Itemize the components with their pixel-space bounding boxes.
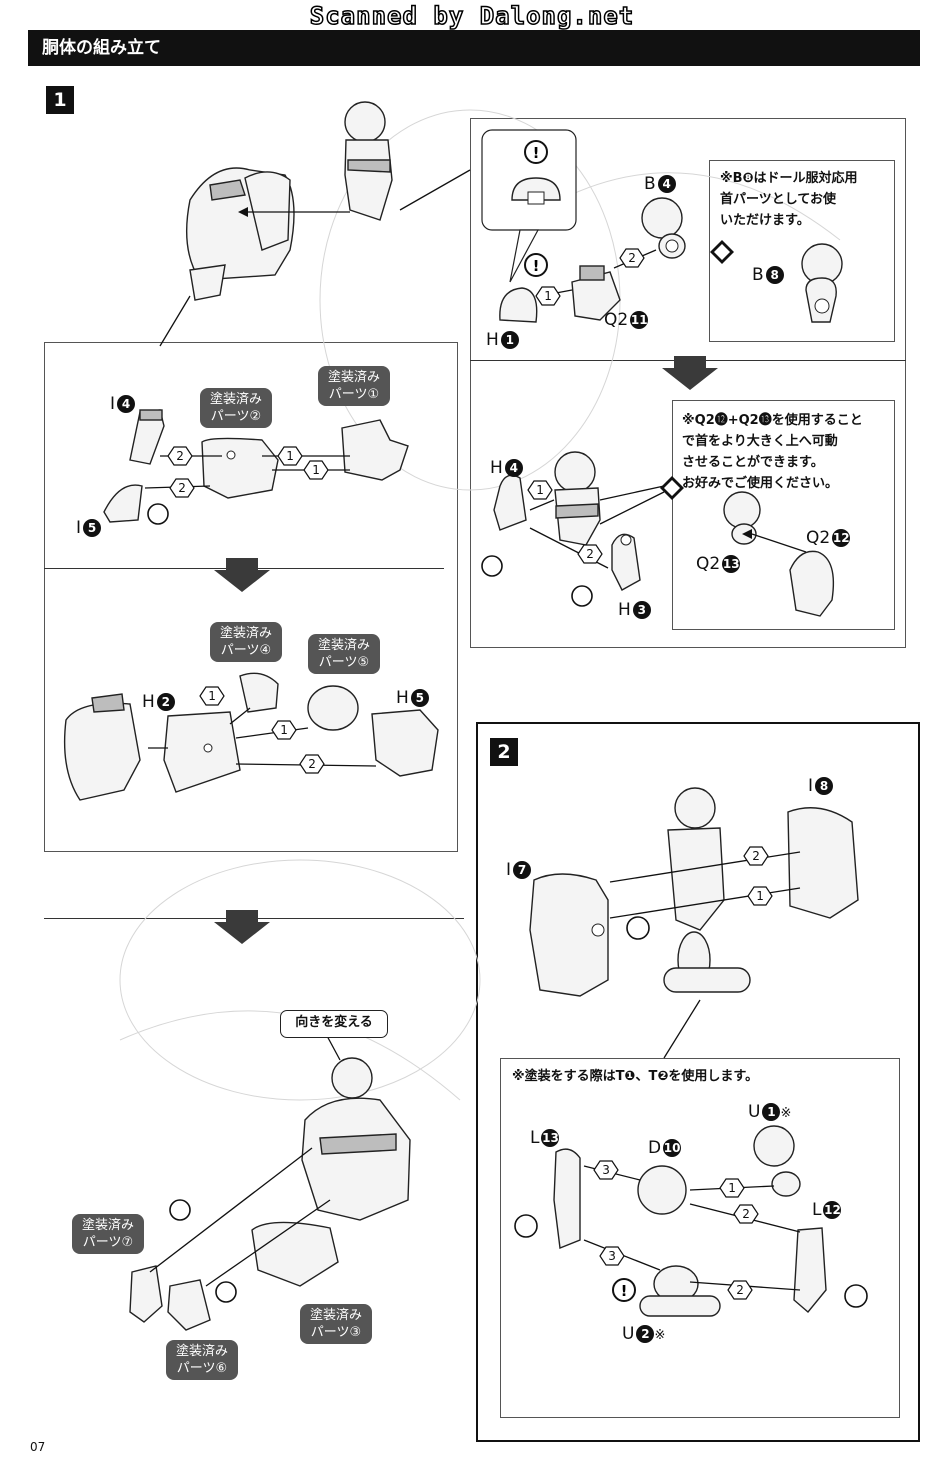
painted-part-6-tag: 塗装済みパーツ⑥ (166, 1340, 238, 1380)
svg-text:!: ! (533, 257, 540, 275)
order-step-markers: 1 2 1 2 2 2 1 1 1 1 2 2 1 3 1 2 3 2 (167, 248, 773, 1300)
turn-around-callout: 向きを変える (280, 1010, 388, 1038)
down-arrow-neck (662, 356, 718, 390)
ball-joint-bubble: ! (481, 129, 577, 283)
watermark: Scanned by Dalong.net (309, 1, 635, 31)
order-2: 2 (752, 849, 760, 863)
step-2-waist-parts (529, 787, 859, 1059)
painted-part-1-tag: 塗装済みパーツ① (318, 366, 390, 406)
h2-h5-torso-parts (63, 672, 439, 801)
svg-text:!: ! (621, 1282, 628, 1300)
b8-note-line: 首パーツとしてお使 (720, 192, 836, 207)
q2-12-13-parts (723, 491, 835, 617)
order-2: 2 (742, 1207, 750, 1221)
painted-part-5-tag: 塗装済みパーツ⑤ (308, 634, 380, 674)
step-2-frame (476, 722, 920, 1442)
order-2: 2 (586, 547, 594, 561)
b8-diamond-ref (710, 240, 734, 264)
painted-part-4-tag: 塗装済みパーツ④ (210, 622, 282, 662)
order-1: 1 (544, 289, 552, 303)
q2-note: ※Q2⓬+Q2⓭を使用すること で首をより大きく上へ可動 させることができます。… (682, 410, 863, 494)
q2-note-box (672, 400, 895, 630)
q2-note-line: で首をより大きく上へ可動 (682, 434, 838, 449)
neck-assembly-frame (470, 118, 906, 648)
painted-part-3-tag: 塗装済みパーツ③ (300, 1304, 372, 1344)
neck-head-joint-illustration (159, 101, 471, 347)
h1-b4-q2-parts: ! (499, 197, 686, 323)
final-torso-assembly (129, 1033, 411, 1331)
order-3: 3 (602, 1163, 610, 1177)
q2-note-line: させることができます。 (682, 455, 824, 470)
b8-note: ※B❽はドール服対応用 首パーツとしてお使 いただけます。 (720, 168, 858, 231)
b8-part (801, 243, 843, 323)
hip-joint-frame (500, 1058, 900, 1418)
order-2: 2 (308, 757, 316, 771)
order-2: 2 (628, 251, 636, 265)
order-1: 1 (286, 449, 294, 463)
i4-i5-torso-parts (103, 409, 409, 525)
step-1-badge: 1 (46, 86, 74, 114)
svg-text:!: ! (533, 144, 540, 162)
torso-assembled-illustration (186, 167, 350, 301)
order-3: 3 (608, 1249, 616, 1263)
hip-joint-parts: ! (514, 1125, 868, 1317)
painted-part-7-tag: 塗装済みパーツ⑦ (72, 1214, 144, 1254)
b8-note-line: ※B❽はドール服対応用 (720, 171, 858, 186)
order-1: 1 (312, 463, 320, 477)
order-2: 2 (176, 449, 184, 463)
step-2-badge: 2 (490, 738, 518, 766)
order-1: 1 (208, 689, 216, 703)
order-1: 1 (728, 1181, 736, 1195)
b8-note-box (709, 160, 895, 342)
order-1: 1 (280, 723, 288, 737)
q2-note-line: お好みでご使用ください。 (682, 476, 839, 491)
h4-h3-neck-parts (481, 451, 684, 607)
down-arrow-torso-2 (214, 910, 270, 944)
q2-note-line: ※Q2⓬+Q2⓭を使用すること (682, 413, 863, 428)
section-title: 胴体の組み立て (28, 30, 920, 66)
down-arrow-torso-1 (214, 558, 270, 592)
paint-note: ※塗装をする際はT❶、T❷を使用します。 (512, 1069, 759, 1084)
page-number: 07 (30, 1440, 46, 1454)
torso-subassembly-frame (44, 342, 458, 852)
painted-part-2-tag: 塗装済みパーツ② (200, 388, 272, 428)
b8-note-line: いただけます。 (720, 213, 810, 228)
order-2: 2 (736, 1283, 744, 1297)
order-1: 1 (536, 483, 544, 497)
order-1: 1 (756, 889, 764, 903)
order-2: 2 (178, 481, 186, 495)
